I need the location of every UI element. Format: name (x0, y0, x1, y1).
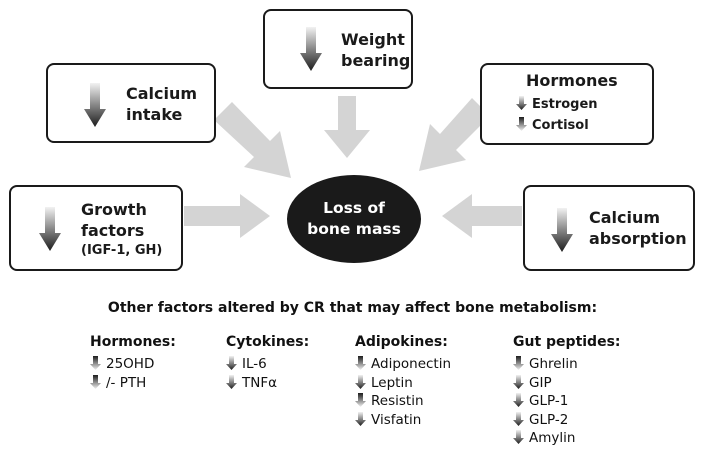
other-factors-item: GIP (513, 374, 552, 392)
calcium-absorption-label-line2: absorption (589, 229, 687, 248)
up-arrow-icon (355, 356, 366, 370)
other-factors-item: GLP-1 (513, 392, 568, 410)
other-factors-item: /- PTH (90, 374, 146, 392)
other-factors-item-label: GLP-2 (529, 411, 569, 428)
arrow-intake-to-center (214, 102, 291, 178)
down-arrow-icon (513, 374, 524, 389)
other-factors-column-title: Hormones: (90, 334, 176, 350)
down-arrow-icon (516, 96, 527, 110)
down-arrow-icon (84, 83, 106, 127)
other-factors-item-label: /- PTH (106, 374, 147, 391)
calcium-intake-box: Calcium intake (46, 63, 216, 143)
other-factors-item: Adiponectin (355, 355, 451, 373)
down-arrow-icon (551, 208, 573, 252)
calcium-intake-label-line2: intake (126, 105, 183, 124)
other-factors-item: GLP-2 (513, 411, 568, 429)
center-node-label: Loss of bone mass (294, 198, 414, 240)
growth-factors-label-line2: factors (81, 221, 145, 240)
up-arrow-icon (355, 393, 366, 407)
other-factors-item: 25OHD (90, 355, 154, 373)
other-factors-item: IL-6 (226, 355, 267, 373)
calcium-intake-label-line1: Calcium (126, 84, 198, 103)
center-node-line2: bone mass (307, 220, 401, 238)
other-factors-item: Ghrelin (513, 355, 578, 373)
other-factors-item: Amylin (513, 429, 575, 447)
down-arrow-icon (513, 430, 524, 444)
other-factors-item-label: Resistin (371, 393, 424, 409)
other-factors-item-label: Adiponectin (371, 356, 452, 372)
weight-bearing-box: Weight bearing (263, 9, 413, 89)
other-factors-item: Visfatin (355, 411, 421, 429)
weight-bearing-label-line1: Weight (341, 30, 405, 49)
other-factors-item: TNFα (226, 374, 277, 392)
up-arrow-icon (516, 117, 527, 131)
down-arrow-icon (513, 411, 524, 426)
hormones-box: Hormones Estrogen Cortisol (480, 63, 654, 145)
down-arrow-icon (355, 374, 366, 389)
other-factors-item-label: 25OHD (106, 356, 155, 372)
other-factors-item: Resistin (355, 392, 424, 410)
up-arrow-icon (90, 374, 101, 389)
down-arrow-icon (513, 393, 524, 407)
hormones-box-title: Hormones (526, 71, 618, 90)
arrow-weight-to-center (324, 96, 370, 158)
other-factors-column-title: Cytokines: (226, 334, 310, 350)
up-arrow-icon (90, 356, 101, 370)
arrow-hormones-to-center (419, 98, 490, 171)
center-node-line1: Loss of (323, 199, 385, 217)
growth-factors-label-line1: Growth (81, 200, 147, 219)
down-arrow-icon (226, 356, 237, 370)
arrow-growth-to-center (184, 194, 270, 238)
other-factors-item-label: IL-6 (242, 356, 267, 372)
calcium-absorption-label-line1: Calcium (589, 208, 661, 227)
other-factors-item-label: GLP-1 (529, 393, 569, 409)
other-factors-item-label: Amylin (529, 430, 576, 446)
arrow-absorption-to-center (442, 194, 522, 238)
other-factors-item-label: TNFα (242, 374, 278, 391)
down-arrow-icon (39, 207, 61, 251)
hormone-item-estrogen: Estrogen (516, 96, 598, 114)
weight-bearing-label-line2: bearing (341, 51, 411, 70)
other-factors-item-label: Visfatin (371, 411, 422, 428)
down-arrow-icon (300, 27, 322, 71)
growth-factors-label-line3: (IGF-1, GH) (81, 243, 163, 258)
other-factors-item-label: Leptin (371, 374, 413, 391)
other-factors-item-label: Ghrelin (529, 356, 578, 372)
down-arrow-icon (226, 374, 237, 389)
other-factors-item-label: GIP (529, 374, 552, 391)
other-factors-item: Leptin (355, 374, 413, 392)
other-factors-heading: Other factors altered by CR that may aff… (107, 300, 598, 316)
up-arrow-icon (513, 356, 524, 370)
calcium-absorption-box: Calcium absorption (523, 185, 695, 271)
other-factors-column-title: Adipokines: (355, 334, 448, 350)
other-factors-column-title: Gut peptides: (513, 334, 621, 350)
growth-factors-box: Growth factors (IGF-1, GH) (9, 185, 183, 271)
down-arrow-icon (355, 411, 366, 426)
hormone-item-cortisol: Cortisol (516, 117, 598, 135)
